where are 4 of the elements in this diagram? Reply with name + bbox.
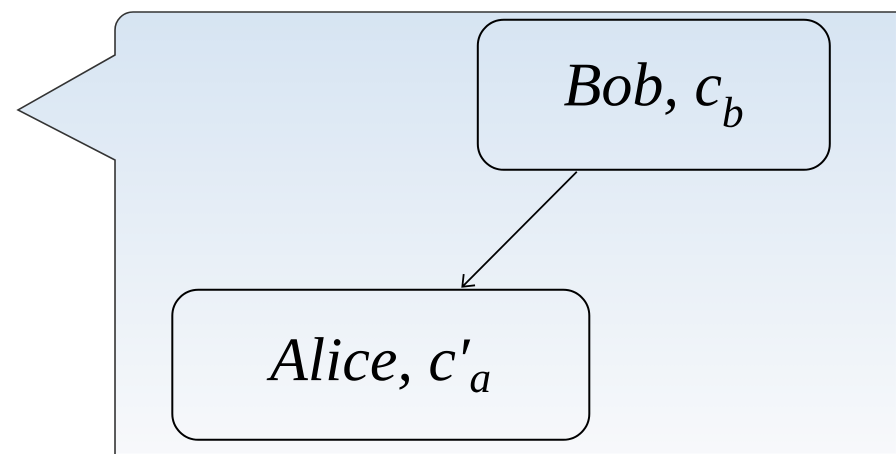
name-box: Alice, c′$_{a}$ (171, 288, 590, 441)
arrow (461, 171, 578, 288)
name-box: Bob, c$_{b}$ (476, 18, 831, 171)
speech-bubble (17, 11, 896, 454)
